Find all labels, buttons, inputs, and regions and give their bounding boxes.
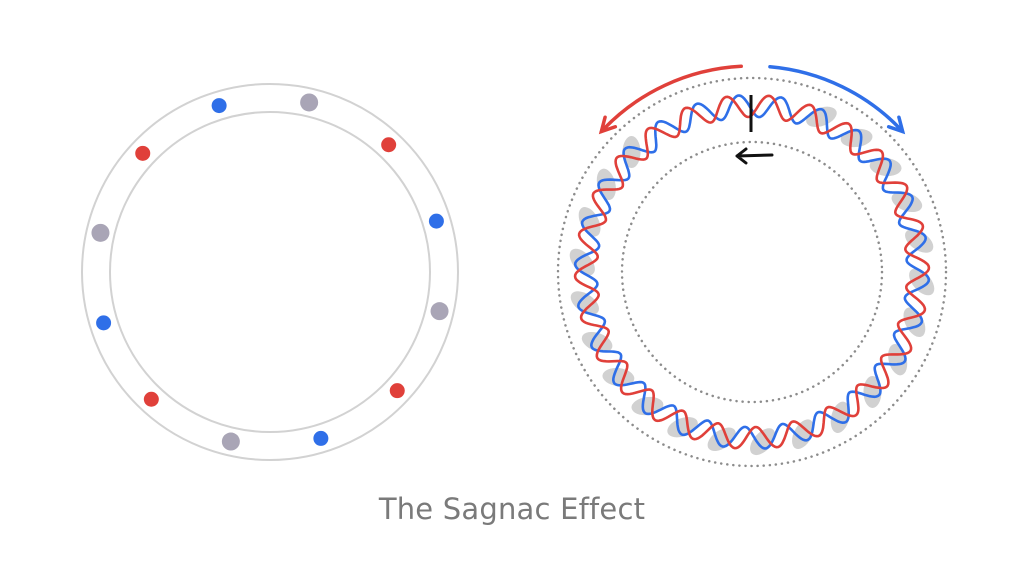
red-counterclockwise-arrow — [598, 64, 743, 135]
blur-blob — [863, 375, 882, 408]
blur-blob — [840, 128, 873, 148]
blur-blob — [631, 396, 664, 416]
blur-blob — [891, 191, 923, 213]
blur-blob — [581, 331, 613, 353]
gray-particle — [221, 432, 240, 451]
gray-particle — [300, 93, 319, 112]
gray-particle — [91, 223, 110, 242]
inner-dotted-circle — [620, 140, 884, 404]
ring-outer-edge — [81, 83, 459, 461]
blue-particle — [96, 315, 112, 331]
red-wave — [573, 94, 931, 450]
rotation-arrow-icon — [735, 147, 774, 165]
ring-inner-edge — [109, 111, 431, 433]
blue-particle — [313, 430, 329, 446]
blue-clockwise-arrow — [768, 65, 906, 135]
blur-blob — [622, 136, 641, 169]
caption-title: The Sagnac Effect — [378, 492, 646, 526]
blue-wave — [573, 94, 931, 450]
blur-blob — [909, 268, 935, 296]
red-particle — [389, 383, 405, 399]
blue-particle — [211, 98, 227, 114]
blur-blob — [570, 291, 599, 315]
rotating-ring — [556, 64, 948, 468]
stationary-ring — [81, 83, 459, 461]
gray-particle — [430, 302, 449, 321]
blur-blob — [905, 229, 934, 253]
blur-blob — [792, 419, 814, 449]
red-particle — [381, 137, 397, 153]
red-particle — [143, 391, 159, 407]
red-particle — [135, 145, 151, 161]
blur-blob — [750, 428, 776, 456]
blue-particle — [428, 213, 444, 229]
blur-blob — [569, 248, 595, 276]
outer-dotted-circle — [556, 76, 948, 468]
